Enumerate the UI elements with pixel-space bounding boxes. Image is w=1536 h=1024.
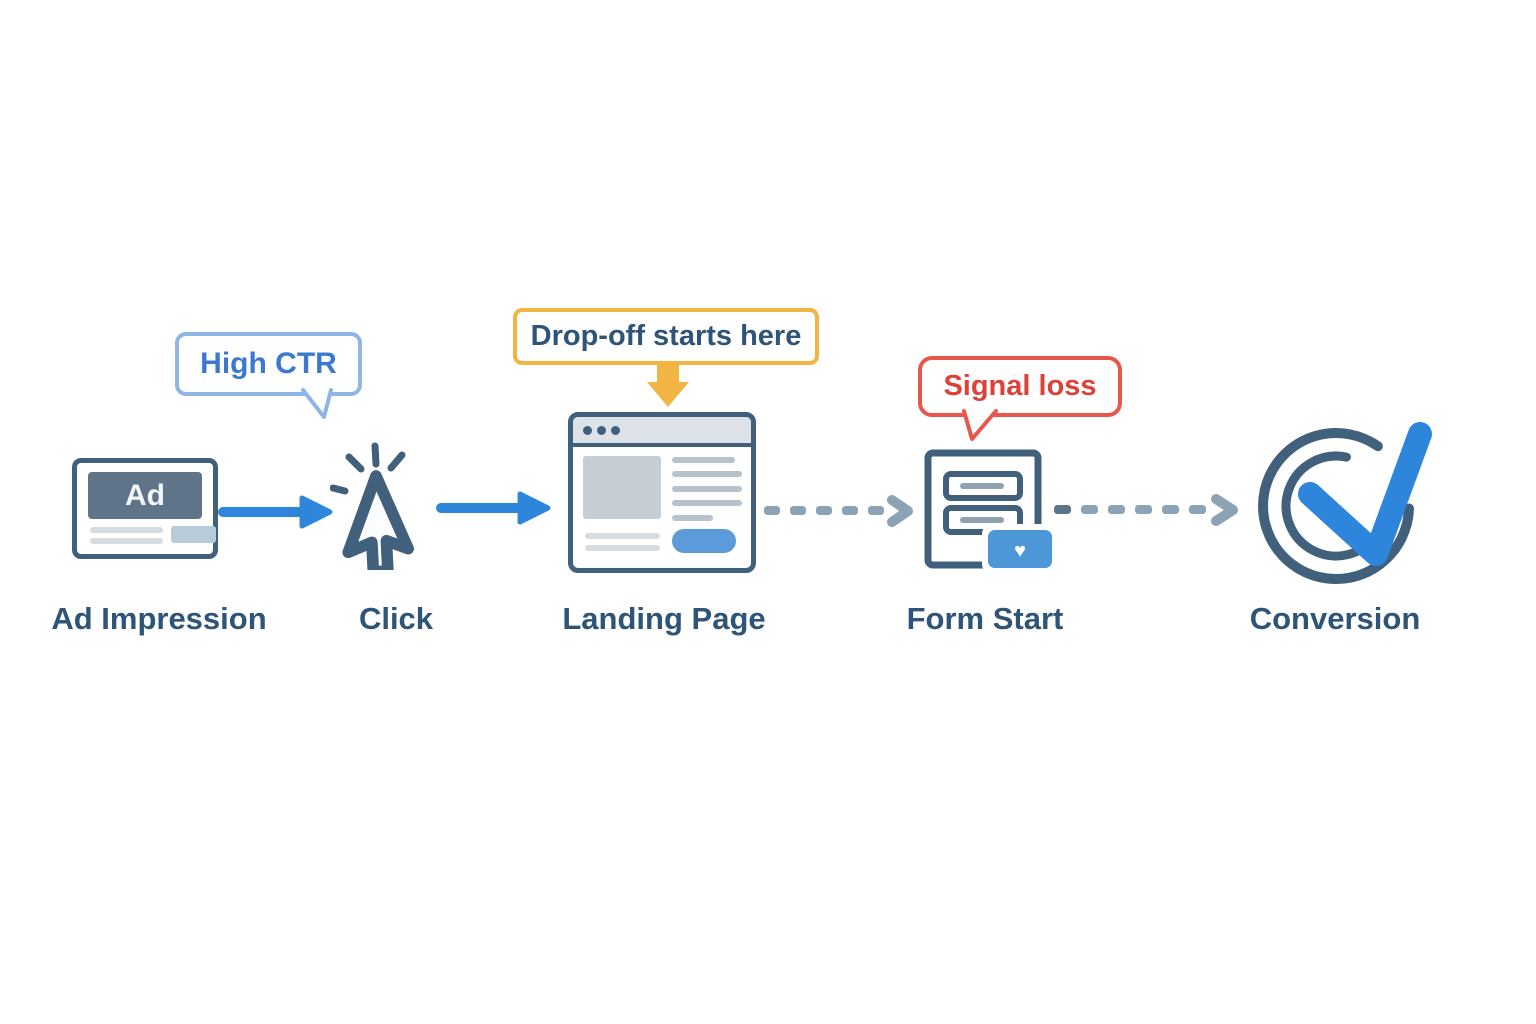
text-line xyxy=(672,500,742,506)
callout-drop-off: Drop-off starts here xyxy=(513,308,819,365)
callout-signal-loss: Signal loss xyxy=(918,356,1122,441)
text-line xyxy=(672,471,742,477)
text-line xyxy=(585,545,660,551)
form-icon: ♥ xyxy=(924,449,1058,574)
step-label-ad-impression: Ad Impression xyxy=(51,601,267,636)
step-label-form-start: Form Start xyxy=(906,601,1064,636)
browser-content xyxy=(573,447,751,568)
text-line xyxy=(672,486,742,492)
arrow-right-icon xyxy=(218,495,333,529)
image-placeholder xyxy=(583,456,661,519)
ad-text-line xyxy=(90,527,163,533)
callout-drop-off-text: Drop-off starts here xyxy=(530,320,802,352)
dashed-arrow-icon xyxy=(764,495,913,527)
cta-button xyxy=(672,529,736,553)
speech-bubble-tail xyxy=(301,388,333,419)
callout-high-ctr-text: High CTR xyxy=(200,347,337,380)
ad-text: Ad xyxy=(125,478,165,512)
heart-icon: ♥ xyxy=(1014,540,1026,562)
arrow-down-icon xyxy=(647,364,689,407)
click-rays xyxy=(330,442,406,495)
check-circle-icon xyxy=(1258,422,1432,585)
dashed-arrow-icon xyxy=(1054,494,1238,526)
text-line xyxy=(585,533,660,539)
callout-high-ctr: High CTR xyxy=(175,332,362,419)
form-submit-button xyxy=(988,530,1052,568)
browser-dot xyxy=(583,425,592,435)
browser-window-icon xyxy=(568,412,756,573)
browser-dot xyxy=(597,425,606,435)
browser-dot xyxy=(611,425,620,435)
text-line xyxy=(672,457,735,463)
browser-header xyxy=(573,417,751,447)
ad-cta-chip xyxy=(171,526,216,543)
speech-bubble-tail xyxy=(962,409,998,441)
text-line xyxy=(672,515,713,521)
ad-label-box: Ad xyxy=(88,472,202,519)
cursor-click-icon xyxy=(330,442,414,570)
step-label-click: Click xyxy=(358,601,434,636)
callout-signal-loss-text: Signal loss xyxy=(943,370,1097,402)
arrow-right-icon xyxy=(436,491,551,525)
step-label-conversion: Conversion xyxy=(1249,601,1421,636)
ad-card-icon: Ad xyxy=(72,458,218,559)
checkmark xyxy=(1298,422,1432,566)
ad-text-line xyxy=(90,538,163,544)
step-label-landing-page: Landing Page xyxy=(562,601,766,636)
